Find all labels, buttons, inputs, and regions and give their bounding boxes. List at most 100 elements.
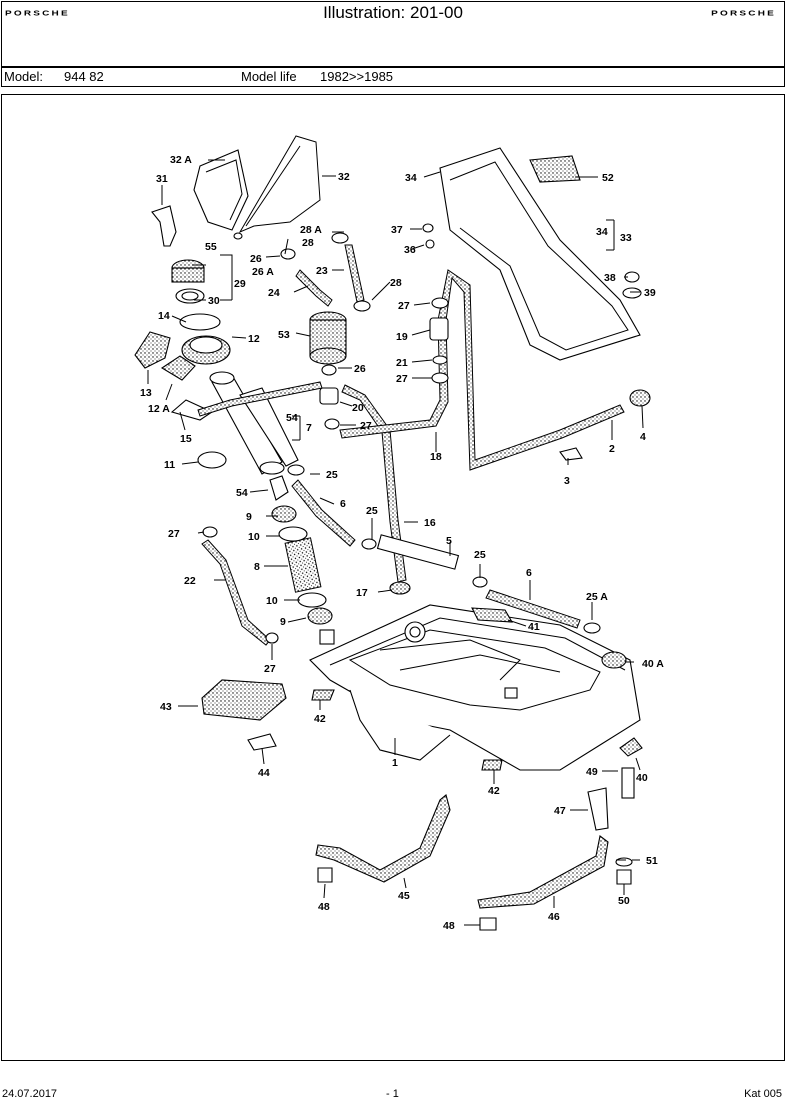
callout-55: 55	[205, 241, 217, 253]
callout-32: 32	[338, 171, 350, 183]
page-title: Illustration: 201-00	[323, 3, 463, 22]
callout-31: 31	[156, 173, 168, 185]
callout-25d: 25 A	[586, 591, 608, 603]
tank-spout-cover	[439, 147, 651, 407]
callout-37: 37	[391, 224, 403, 236]
callout-49: 49	[586, 766, 598, 778]
callout-16: 16	[424, 517, 436, 529]
callout-19: 19	[396, 331, 408, 343]
callout-11: 11	[164, 459, 175, 471]
callout-43: 43	[160, 701, 172, 713]
callout-28: 28	[390, 277, 402, 289]
footer-date: 24.07.2017	[2, 1088, 58, 1100]
callout-23: 23	[316, 265, 328, 277]
hoses	[197, 244, 625, 646]
callout-27d: 27	[168, 528, 180, 540]
leader-lines	[147, 159, 644, 926]
callout-labels: 32 A 31 32 34 52 37 36 34 33 28 A 28 55 …	[140, 154, 664, 932]
callout-34b: 34	[596, 226, 608, 238]
footer-page: - 1	[386, 1088, 399, 1100]
callout-30: 30	[208, 295, 220, 307]
callout-44: 44	[258, 767, 270, 779]
callout-48a: 48	[318, 901, 330, 913]
callout-7: 7	[306, 422, 312, 434]
footer-catalog: Kat 005	[744, 1088, 782, 1100]
callout-15: 15	[180, 433, 192, 445]
callout-28-top: 28	[302, 237, 314, 249]
callout-21: 21	[396, 357, 408, 369]
callout-20: 20	[352, 402, 364, 414]
callout-41: 41	[528, 621, 540, 633]
callout-39: 39	[644, 287, 656, 299]
brand-logo-right: PORSCHE	[711, 10, 776, 18]
model-life-value: 1982>>1985	[320, 69, 394, 84]
callout-8: 8	[254, 561, 260, 573]
callout-12: 12	[248, 333, 260, 345]
callout-27a: 27	[398, 300, 410, 312]
callout-26b: 26	[354, 363, 366, 375]
callout-27c: 27	[360, 420, 372, 432]
heat-shield	[201, 679, 287, 721]
callout-42a: 42	[314, 713, 326, 725]
callout-9b: 9	[280, 616, 286, 628]
callout-40a: 40 A	[642, 658, 664, 670]
callout-26a: 26	[250, 253, 262, 265]
callout-24: 24	[268, 287, 280, 299]
callout-22: 22	[184, 575, 196, 587]
tank-straps	[315, 787, 609, 909]
callout-50: 50	[618, 895, 630, 907]
illustration-frame	[1, 94, 785, 1061]
callout-53: 53	[278, 329, 290, 341]
callout-13: 13	[140, 387, 152, 399]
callout-54a: 54	[286, 412, 298, 424]
filler-flap	[193, 135, 321, 234]
callout-29: 29	[234, 278, 246, 290]
callout-32a: 32 A	[170, 154, 192, 166]
callout-52: 52	[602, 172, 614, 184]
callout-6b: 6	[526, 567, 532, 579]
callout-25a: 25	[326, 469, 338, 481]
callout-12a: 12 A	[148, 403, 170, 415]
clamps-and-fittings	[197, 223, 643, 931]
callout-38: 38	[604, 272, 616, 284]
callout-28a: 28 A	[300, 224, 322, 236]
callout-10b: 10	[266, 595, 278, 607]
callout-10a: 10	[248, 531, 260, 543]
callout-25b: 25	[366, 505, 378, 517]
callout-18: 18	[430, 451, 442, 463]
callout-42b: 42	[488, 785, 500, 797]
filler-cap-assembly	[134, 205, 231, 421]
callout-9a: 9	[246, 511, 252, 523]
callout-34a: 34	[405, 172, 417, 184]
callout-3: 3	[564, 475, 570, 487]
header-box: PORSCHE Illustration: 201-00 PORSCHE	[1, 1, 785, 67]
callout-36: 36	[404, 244, 416, 256]
callout-17: 17	[356, 587, 368, 599]
callout-51: 51	[646, 855, 658, 867]
brand-logo-left: PORSCHE	[5, 10, 70, 18]
callout-5: 5	[446, 535, 452, 547]
callout-26c: 26 A	[252, 266, 274, 278]
callout-33: 33	[620, 232, 632, 244]
callout-45: 45	[398, 890, 410, 902]
callout-46: 46	[548, 911, 560, 923]
fuel-tank	[309, 604, 641, 771]
model-bar: Model: 944 82 Model life 1982>>1985	[1, 67, 785, 87]
model-life-label: Model life	[241, 69, 297, 84]
callout-27e: 27	[264, 663, 276, 675]
callout-4: 4	[640, 431, 646, 443]
callout-47: 47	[554, 805, 566, 817]
callout-48b: 48	[443, 920, 455, 932]
callout-54b: 54	[236, 487, 248, 499]
callout-25c: 25	[474, 549, 486, 561]
model-value: 944 82	[64, 69, 104, 84]
callout-2: 2	[609, 443, 615, 455]
callout-40: 40	[636, 772, 648, 784]
model-label: Model:	[4, 69, 44, 84]
callout-1: 1	[392, 757, 398, 769]
callout-6a: 6	[340, 498, 346, 510]
callout-14: 14	[158, 310, 170, 322]
callout-27b: 27	[396, 373, 408, 385]
charcoal-canister	[309, 311, 347, 365]
